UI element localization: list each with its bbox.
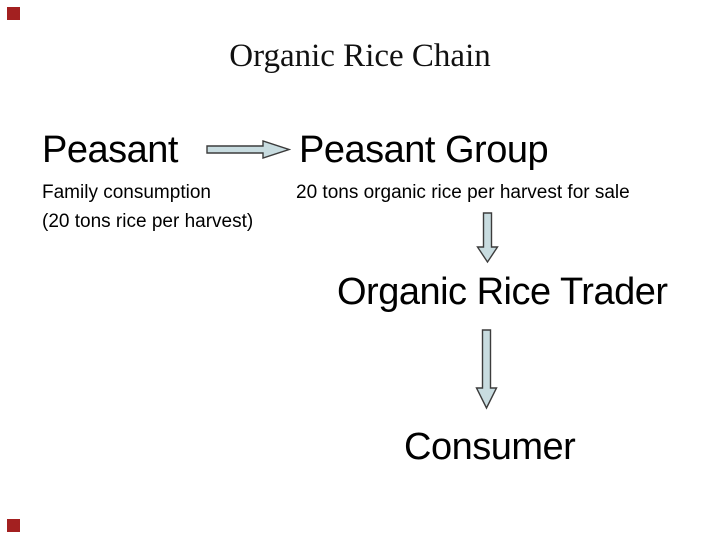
red-square-icon <box>7 519 20 532</box>
peasant-note-line-2: (20 tons rice per harvest) <box>42 211 254 232</box>
down-arrow-icon-2 <box>474 329 499 410</box>
peasant-group-note: 20 tons organic rice per harvest for sal… <box>296 182 630 203</box>
node-label-consumer: Consumer <box>404 426 576 468</box>
right-arrow-icon <box>203 139 291 161</box>
peasant-note: Family consumption (20 tons rice per har… <box>42 178 253 236</box>
node-label-peasant-group: Peasant Group <box>299 129 549 171</box>
red-square-icon <box>7 7 20 20</box>
down-arrow-icon-1 <box>475 212 500 264</box>
red-corner-marker-bottom <box>7 519 20 532</box>
peasant-note-line-1: Family consumption <box>42 182 211 203</box>
node-label-organic-rice-trader: Organic Rice Trader <box>337 271 668 313</box>
red-corner-marker-top <box>7 7 20 20</box>
page-title: Organic Rice Chain <box>229 38 491 74</box>
node-label-peasant: Peasant <box>42 129 178 171</box>
